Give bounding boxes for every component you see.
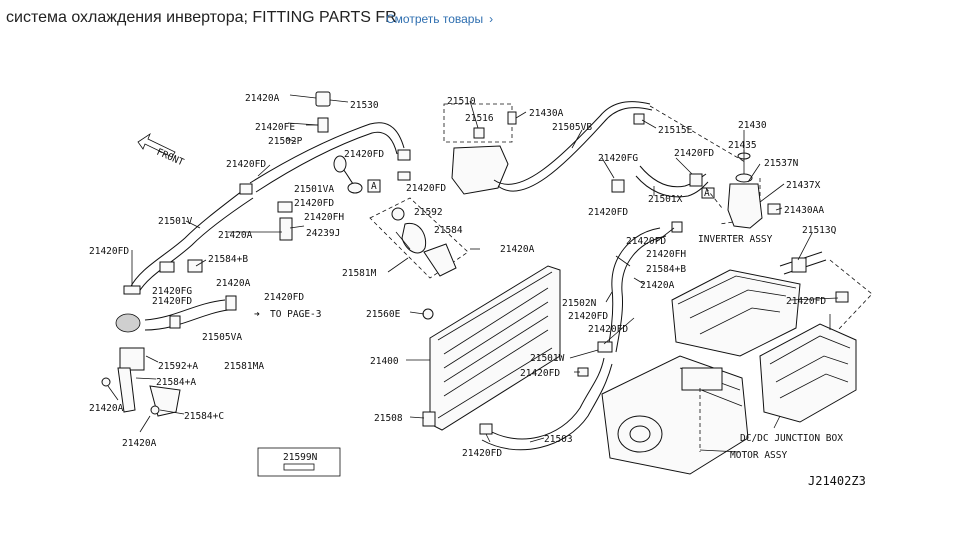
label-21537N: 21537N [764, 158, 799, 169]
label-21420FD-n: 21420FD [626, 236, 666, 247]
label-21502N: 21502N [562, 298, 597, 309]
label-dcdc-junction-box: DC/DC JUNCTION BOX [740, 433, 843, 444]
label-21530: 21530 [350, 100, 379, 111]
label-to-page: TO PAGE-3 [270, 309, 321, 320]
label-21599N: 21599N [283, 452, 318, 463]
label-21420A-top: 21420A [245, 93, 280, 104]
label-inverter-assy: INVERTER ASSY [698, 234, 773, 245]
page-title: система охлаждения инвертора; FITTING PA… [6, 9, 397, 26]
bracket-21584A [117, 367, 136, 413]
label-21592: 21592 [414, 207, 443, 218]
svg-text:A: A [371, 181, 377, 192]
label-21584A: 21584+A [156, 377, 196, 388]
label-21420A-mid: 21420A [218, 230, 253, 241]
label-21501W: 21501W [530, 353, 565, 364]
label-21420FD-l: 21420FD [588, 324, 628, 335]
label-21420FD-e: 21420FD [674, 148, 714, 159]
label-21560E: 21560E [366, 309, 401, 320]
label-21420FD-h: 21420FD [152, 296, 192, 307]
label-24239J: 24239J [306, 228, 340, 239]
front-arrow [137, 132, 176, 158]
label-21420FD-k: 21420FD [568, 311, 608, 322]
part-clip-21420FE [317, 117, 329, 133]
label-21516: 21516 [465, 113, 494, 124]
view-products-label: Смотреть товары [386, 12, 484, 26]
label-21501V: 21501V [158, 216, 193, 227]
label-21503: 21503 [544, 434, 573, 445]
label-21501VA: 21501VA [294, 184, 334, 195]
label-21510: 21510 [447, 96, 476, 107]
label-21430: 21430 [738, 120, 767, 131]
label-21420FE: 21420FE [255, 122, 295, 133]
label-21420FG-r: 21420FG [598, 153, 638, 164]
label-21584B-b: 21584+B [646, 264, 686, 275]
label-21584: 21584 [434, 225, 463, 236]
label-21505VB: 21505VB [552, 122, 592, 133]
label-21420FD-c: 21420FD [294, 198, 334, 209]
label-21430AA: 21430AA [784, 205, 824, 216]
label-21420FD-g: 21420FD [89, 246, 129, 257]
diagram-code: J21402Z3 [808, 474, 866, 488]
hose-21505VA [144, 299, 226, 321]
label-21420FD-f: 21420FD [588, 207, 628, 218]
view-products-link[interactable]: Смотреть товары › [386, 12, 493, 26]
label-21420A-c: 21420A [640, 280, 675, 291]
hose-21505VB [493, 101, 651, 185]
label-21513Q: 21513Q [802, 225, 837, 236]
label-21420FD-d: 21420FD [406, 183, 446, 194]
label-21420A-l2: 21420A [89, 403, 124, 414]
label-21515E: 21515E [658, 125, 693, 136]
label-21435: 21435 [728, 140, 757, 151]
svg-text:A: A [704, 188, 710, 199]
label-21584B-a: 21584+B [208, 254, 248, 265]
part-21530 [315, 91, 331, 107]
label-21420FD-b: 21420FD [344, 149, 384, 160]
inverter-assy [671, 269, 801, 357]
label-21501X: 21501X [648, 194, 683, 205]
label-to-page-3: ➜ [254, 309, 260, 320]
label-21420FD-i: 21420FD [264, 292, 304, 303]
label-21430A: 21430A [529, 108, 564, 119]
hose-21501V [129, 187, 247, 289]
dcdc-junction-box [759, 323, 857, 423]
label-21420FH-b: 21420FH [646, 249, 686, 260]
label-21420FG: 21420FG [152, 286, 192, 297]
tank-21430 [727, 183, 763, 229]
radiator-21400 [429, 265, 561, 431]
parts-diagram: A A [89, 91, 873, 488]
chevron-right-icon: › [489, 12, 494, 26]
top-bar: система охлаждения инвертора; FITTING PA… [0, 0, 960, 38]
label-21581M: 21581M [342, 268, 377, 279]
label-21420FH-a: 21420FH [304, 212, 344, 223]
label-21420A-l3: 21420A [122, 438, 157, 449]
drain-21508 [422, 411, 436, 427]
label-21584C: 21584+C [184, 411, 224, 422]
label-21502P: 21502P [268, 136, 303, 147]
part-21581MA [115, 313, 141, 333]
label-21420FD-a: 21420FD [226, 159, 266, 170]
motor-assy [601, 355, 749, 475]
label-box-21599N [257, 447, 341, 477]
hose-21503 [487, 357, 605, 440]
reservoir-box-21510 [443, 103, 513, 143]
hose-21502N [607, 227, 661, 349]
label-21400: 21400 [370, 356, 399, 367]
hose-21502P [249, 122, 405, 184]
label-motor-assy: MOTOR ASSY [730, 450, 787, 461]
label-21592A: 21592+A [158, 361, 198, 372]
label-21420A-r: 21420A [500, 244, 535, 255]
label-21420FD-m: 21420FD [520, 368, 560, 379]
label-21420FD-j: 21420FD [462, 448, 502, 459]
label-21437X: 21437X [786, 180, 821, 191]
label-21420FD-o: 21420FD [786, 296, 826, 307]
label-21420A-l1: 21420A [216, 278, 251, 289]
label-21508: 21508 [374, 413, 403, 424]
label-21505VA: 21505VA [202, 332, 242, 343]
bracket-box-21581M [369, 197, 469, 279]
label-21581MA: 21581MA [224, 361, 264, 372]
reservoir-21510 [451, 145, 509, 195]
